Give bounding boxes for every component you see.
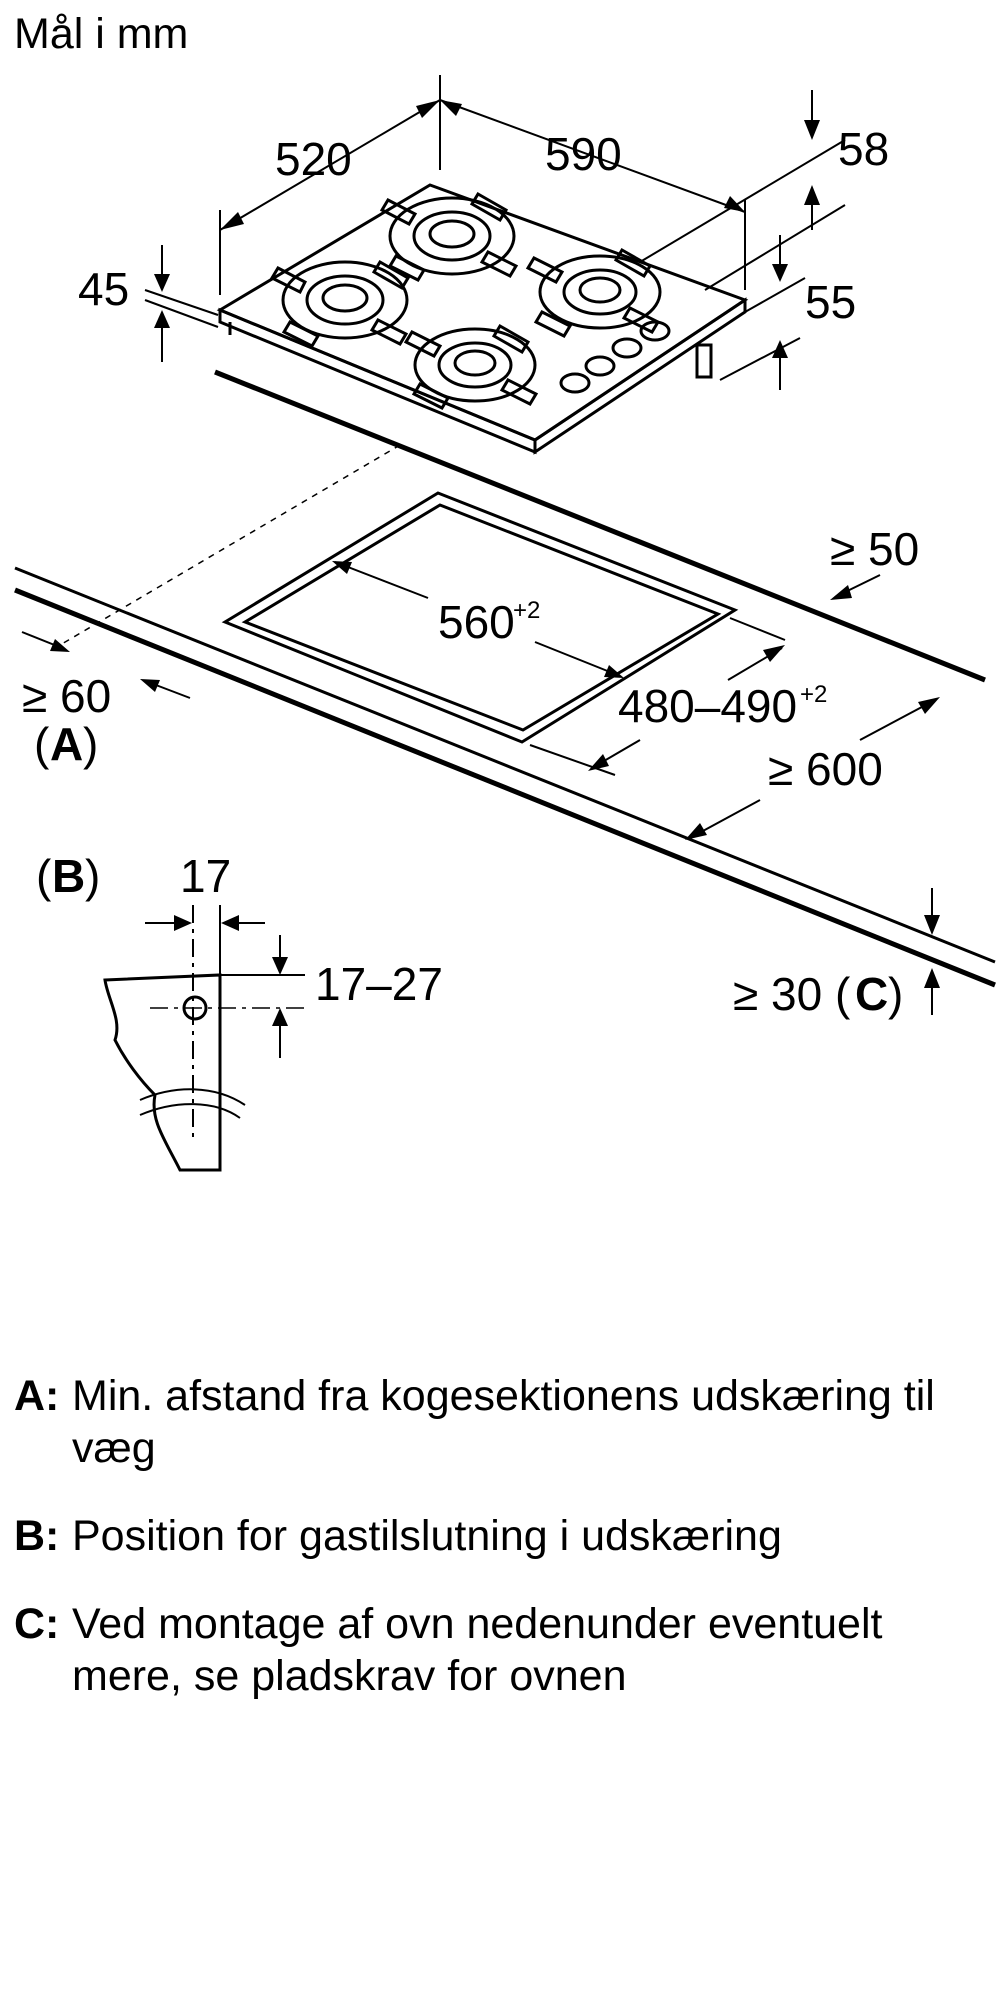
- dim-clearance-50: ≥ 50: [830, 523, 919, 575]
- dim-58: 58: [838, 123, 889, 175]
- dim-cutout-560-tolerance: +2: [513, 597, 540, 624]
- dim-cutout-480-490: 480–490: [618, 680, 797, 732]
- label-c-close: ): [888, 968, 903, 1020]
- burner-back-left: [379, 191, 519, 282]
- legend: A: Min. afstand fra kogesektionens udskæ…: [14, 1370, 984, 1738]
- legend-key: C:: [14, 1600, 60, 1648]
- label-a: A: [50, 718, 83, 770]
- dim-cutout-480-490-tolerance: +2: [800, 681, 827, 708]
- dim-gas-17-27: 17–27: [315, 958, 443, 1010]
- dim-55: 55: [805, 276, 856, 328]
- control-knobs: [559, 320, 671, 394]
- legend-item-a: A: Min. afstand fra kogesektionens udskæ…: [14, 1370, 984, 1474]
- installation-diagram: Mål i mm: [14, 10, 996, 1172]
- legend-text: Ved montage af ovn nedenunder eventuelt …: [72, 1600, 883, 1700]
- dim-depth-600: ≥ 600: [768, 743, 883, 795]
- dim-590: 590: [545, 128, 622, 180]
- legend-item-c: C: Ved montage af ovn nedenunder eventue…: [14, 1598, 984, 1702]
- legend-text: Position for gastilslutning i udskæring: [72, 1512, 782, 1560]
- legend-key: A:: [14, 1372, 60, 1420]
- dim-520: 520: [275, 133, 352, 185]
- dim-45: 45: [78, 263, 129, 315]
- hob-dimensions: 520 590 58 45 55: [78, 75, 889, 390]
- dim-clearance-60: ≥ 60: [22, 670, 111, 722]
- dim-clearance-30: ≥ 30 (: [733, 968, 851, 1020]
- burner-front-left: [269, 259, 411, 348]
- legend-item-b: B: Position for gastilslutning i udskæri…: [14, 1510, 984, 1562]
- legend-text: Min. afstand fra kogesektionens udskærin…: [72, 1372, 935, 1472]
- legend-key: B:: [14, 1512, 60, 1560]
- burner-back-right: [525, 247, 662, 338]
- cutout-dimensions: ≥ 50 560 +2 480–490 +2 ≥ 600 ≥ 60 ( A ): [21, 523, 940, 1020]
- gas-hob-drawing: [216, 183, 749, 455]
- worktop-drawing: [14, 369, 996, 988]
- label-c: C: [855, 968, 888, 1020]
- burner-front-right: [403, 323, 539, 410]
- label-a-close: ): [83, 718, 98, 770]
- dim-gas-17: 17: [180, 850, 231, 902]
- gas-connection-detail: ( B ) 17 17–27: [36, 850, 443, 1172]
- dim-cutout-560: 560: [438, 596, 515, 648]
- label-b-open: (: [36, 850, 52, 902]
- label-b: B: [52, 850, 85, 902]
- units-title: Mål i mm: [14, 10, 188, 58]
- label-b-close: ): [85, 850, 100, 902]
- label-a-open: (: [34, 718, 50, 770]
